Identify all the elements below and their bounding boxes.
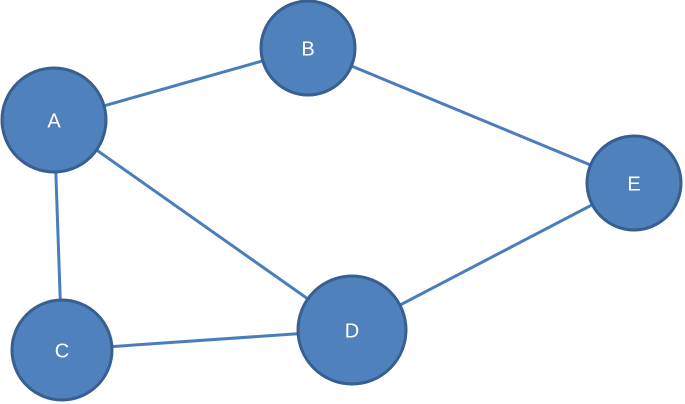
node-e: E [585,134,683,232]
node-c: C [10,298,114,402]
node-circle [585,134,683,232]
node-label: D [345,320,359,342]
node-b: B [259,0,357,97]
edge-b-e [306,46,636,185]
edge-a-d [52,118,354,332]
node-a: A [0,66,108,174]
node-circle [10,298,114,402]
node-circle [259,0,357,97]
node-label: E [627,173,640,195]
node-label: B [301,38,314,60]
node-label: A [47,110,61,132]
node-circle [0,66,108,174]
node-circle [296,274,408,386]
node-label: C [55,340,69,362]
node-d: D [296,274,408,386]
